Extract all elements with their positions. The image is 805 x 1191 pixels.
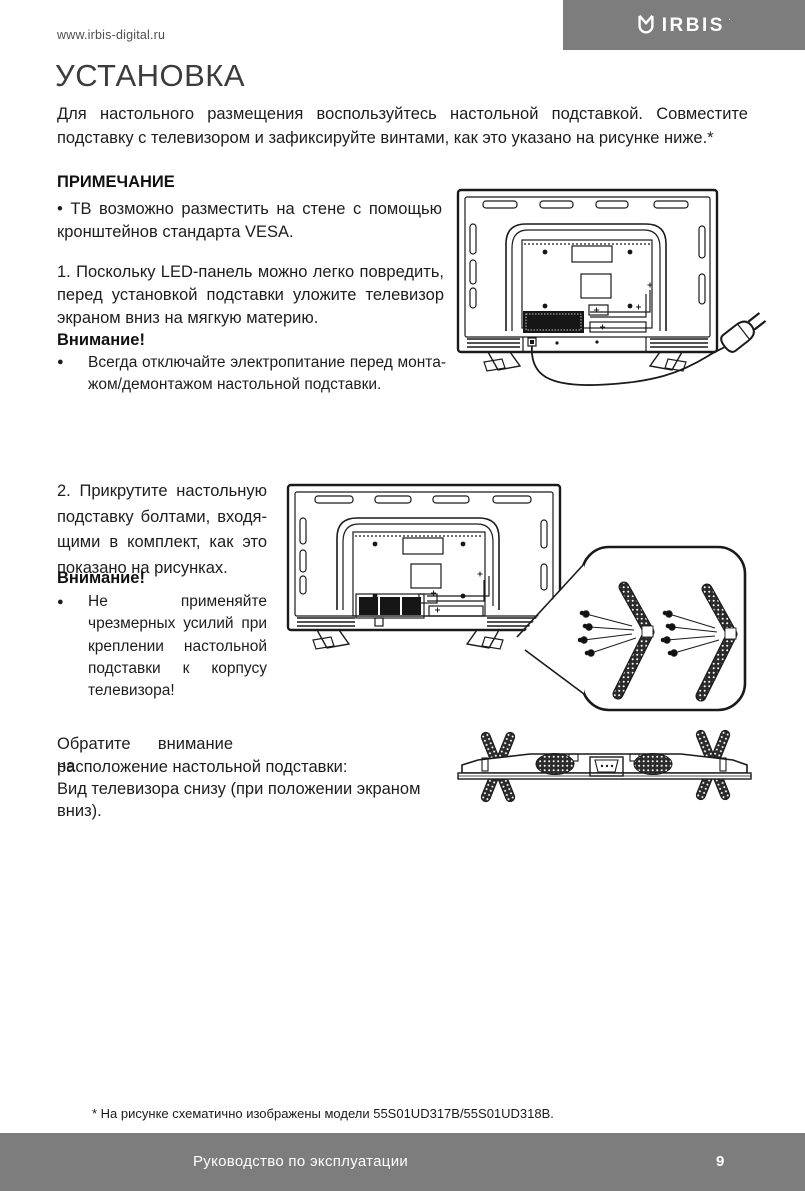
step1-warning-text: Всегда отключайте электропитание перед м… bbox=[88, 354, 446, 393]
footer-page-number: 9 bbox=[716, 1153, 725, 1170]
brand-logo-box: IRBIS · bbox=[563, 0, 805, 50]
step3-line1: Обратите внимание на bbox=[57, 735, 233, 775]
step2-warning-item: ● Не применяйте чрезмер­ных усилий при к… bbox=[57, 591, 267, 702]
step1-warning-item: ● Всегда отключайте электропитание перед… bbox=[57, 352, 446, 395]
bullet-icon: ● bbox=[57, 356, 64, 368]
step2-paragraph: 2. Прикрутите настольную подставку болта… bbox=[57, 482, 267, 577]
step2-warning-text: Не применяйте чрезмер­ных усилий при кре… bbox=[88, 593, 267, 700]
tv-back-with-stands-callout-diagram bbox=[286, 483, 747, 712]
page-title: УСТАНОВКА bbox=[55, 58, 246, 93]
brand-trademark-dot: · bbox=[727, 13, 732, 25]
note-heading: ПРИМЕЧАНИЕ bbox=[57, 173, 175, 191]
screws bbox=[577, 610, 720, 657]
tv-back-with-cord-diagram bbox=[456, 188, 767, 386]
step1-paragraph: 1. Поскольку LED-панель можно легко повр… bbox=[57, 263, 444, 328]
step2-warning-heading: Внимание! bbox=[57, 569, 145, 587]
tv-bottom-view-diagram bbox=[457, 729, 752, 803]
bullet-icon: ● bbox=[57, 596, 64, 608]
footnote: * На рисунке схематично изображены модел… bbox=[92, 1106, 554, 1121]
footer-manual-label: Руководство по эксплуатации bbox=[193, 1153, 409, 1170]
brand-logo-text: IRBIS bbox=[661, 14, 725, 36]
irbis-shield-icon bbox=[638, 15, 654, 34]
site-url: www.irbis-digital.ru bbox=[57, 28, 166, 42]
intro-paragraph: Для настольного размещения воспользуйтес… bbox=[57, 105, 748, 147]
step3-text: расположение настольной подставки: Вид т… bbox=[57, 758, 421, 820]
power-plug-icon bbox=[720, 312, 767, 353]
step1-warning-heading: Внимание! bbox=[57, 331, 145, 349]
note-item: • ТВ возможно разместить на стене с помо… bbox=[57, 200, 442, 241]
footer-bar: Руководство по эксплуатации 9 bbox=[0, 1133, 805, 1191]
